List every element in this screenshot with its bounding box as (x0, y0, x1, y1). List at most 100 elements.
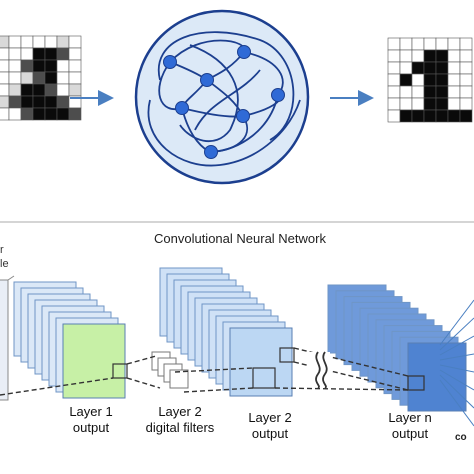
pixel-cell (56, 35, 70, 49)
layer1-receptive-window (112, 363, 128, 379)
pixel-cell (387, 37, 401, 51)
pixel-cell (32, 95, 46, 109)
cut-off-label-line: r (0, 244, 4, 256)
pixel-cell (423, 49, 437, 63)
pixel-cell (447, 37, 461, 51)
pixel-cell (20, 35, 34, 49)
pixel-cell (387, 97, 401, 111)
pixel-cell (387, 85, 401, 99)
pixel-cell (459, 37, 473, 51)
pixel-cell (0, 59, 10, 73)
pixel-cell (399, 85, 413, 99)
layern-window (407, 375, 425, 391)
pixel-cell (56, 95, 70, 109)
layern-feature-maps (327, 284, 467, 412)
pixel-cell (387, 49, 401, 63)
pixel-cell (44, 107, 58, 121)
pixel-cell (8, 71, 22, 85)
pixel-cell (56, 59, 70, 73)
pixel-cell (68, 35, 82, 49)
pixel-cell (423, 85, 437, 99)
label-line: Layer 2 (158, 404, 202, 419)
pixel-cell (0, 83, 10, 97)
pixel-cell (411, 73, 425, 87)
filter-kernel (169, 369, 189, 389)
label-line: output (72, 420, 110, 436)
layern-output-label: Layer n output (362, 410, 458, 443)
pixel-cell (399, 73, 413, 87)
layer1-output-label: Layer 1 output (45, 404, 137, 437)
layer2-window-small (279, 347, 295, 363)
pixel-cell (8, 35, 22, 49)
label-line: Layer 2 (248, 410, 292, 425)
pixel-cell (387, 109, 401, 123)
pixel-cell (44, 83, 58, 97)
pixel-cell (447, 109, 461, 123)
pixel-cell (447, 73, 461, 87)
pixel-cell (56, 47, 70, 61)
pixel-cell (447, 49, 461, 63)
pixel-cell (44, 59, 58, 73)
pixel-cell (387, 73, 401, 87)
pixel-cell (32, 83, 46, 97)
pixel-cell (32, 59, 46, 73)
pixel-cell (447, 61, 461, 75)
layer2-feature-maps (159, 267, 293, 397)
pixel-cell (20, 59, 34, 73)
pixel-cell (399, 61, 413, 75)
pixel-cell (44, 71, 58, 85)
pixel-cell (411, 61, 425, 75)
pixel-cell (56, 107, 70, 121)
pixel-cell (423, 37, 437, 51)
layer2-filters (151, 351, 189, 389)
network-node (200, 73, 214, 87)
network-nodes (163, 45, 285, 159)
pixel-cell (20, 71, 34, 85)
pixel-cell (32, 35, 46, 49)
pixel-cell (435, 109, 449, 123)
pixel-cell (459, 49, 473, 63)
pixel-cell (44, 95, 58, 109)
pixel-cell (459, 97, 473, 111)
pixel-cell (447, 97, 461, 111)
pixel-cell (411, 85, 425, 99)
pixel-cell (0, 107, 10, 121)
pixel-cell (423, 73, 437, 87)
network-node (237, 45, 251, 59)
pixel-cell (20, 47, 34, 61)
layer2-output-label: Layer 2 output (222, 410, 318, 443)
pixel-cell (68, 59, 82, 73)
network-node (236, 109, 250, 123)
break-symbol-icon (308, 351, 330, 389)
pixel-cell (44, 35, 58, 49)
label-line: output (391, 426, 429, 442)
pixel-cell (411, 37, 425, 51)
label-line: digital filters (145, 420, 215, 436)
network-node (163, 55, 177, 69)
output-digit-grid (387, 37, 473, 123)
pixel-cell (0, 71, 10, 85)
network-node (204, 145, 218, 159)
pixel-cell (68, 83, 82, 97)
pixel-cell (435, 61, 449, 75)
pixel-cell (459, 73, 473, 87)
pixel-cell (423, 97, 437, 111)
layer1-feature-maps (13, 281, 126, 399)
pixel-cell (435, 49, 449, 63)
pixel-cell (32, 107, 46, 121)
pixel-cell (459, 61, 473, 75)
output-fan-lines (439, 299, 474, 427)
pixel-cell (8, 107, 22, 121)
label-line: Layer 1 (69, 404, 113, 419)
pixel-cell (435, 85, 449, 99)
pixel-cell (44, 47, 58, 61)
pixel-cell (447, 85, 461, 99)
pixel-cell (399, 97, 413, 111)
pixel-cell (20, 83, 34, 97)
cut-off-label-line: le (0, 257, 9, 270)
label-line: output (251, 426, 289, 442)
cut-off-label-left: r le (0, 244, 9, 272)
pixel-cell (0, 35, 10, 49)
pixel-cell (399, 49, 413, 63)
